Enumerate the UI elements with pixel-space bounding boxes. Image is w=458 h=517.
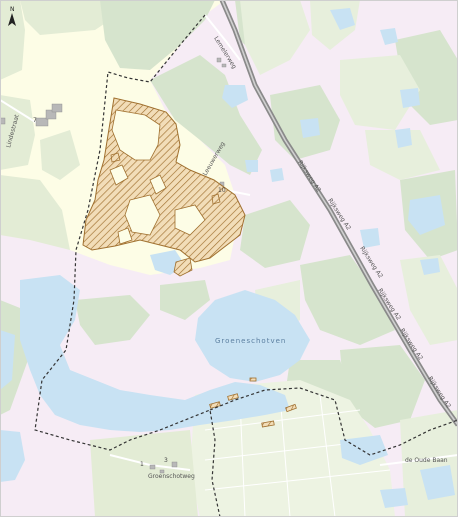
farmland-south-west [90,430,198,517]
minor-roads [0,14,458,471]
road-west [0,99,41,126]
road-oude-baan [379,454,458,466]
forest-areas [0,0,458,430]
label-house-3: 3 [164,457,168,464]
hatched-small-parcels[interactable] [110,152,297,428]
label-house-1: 1 [140,461,144,468]
buildings [0,57,227,474]
label-lake: Groeneschotven [215,337,286,345]
north-arrow-icon [8,13,16,26]
road-lemelerweg [204,14,241,61]
north-arrow: N [8,6,16,26]
highway-a2-centerline [221,0,458,426]
label-house-10: 10 [218,187,226,194]
label-house-7: 7 [33,117,37,124]
label-east-road: de Oude Baan [405,457,448,464]
north-arrow-label: N [10,6,15,13]
water-bodies [0,8,455,508]
grass-fields-west [0,0,110,250]
lake-groeneschotven [195,290,310,382]
hatched-planning-area[interactable] [82,97,246,263]
municipal-boundary [34,14,221,517]
label-bottom-road: Groenschotweg [148,473,195,480]
municipal-boundary-south [209,387,458,456]
